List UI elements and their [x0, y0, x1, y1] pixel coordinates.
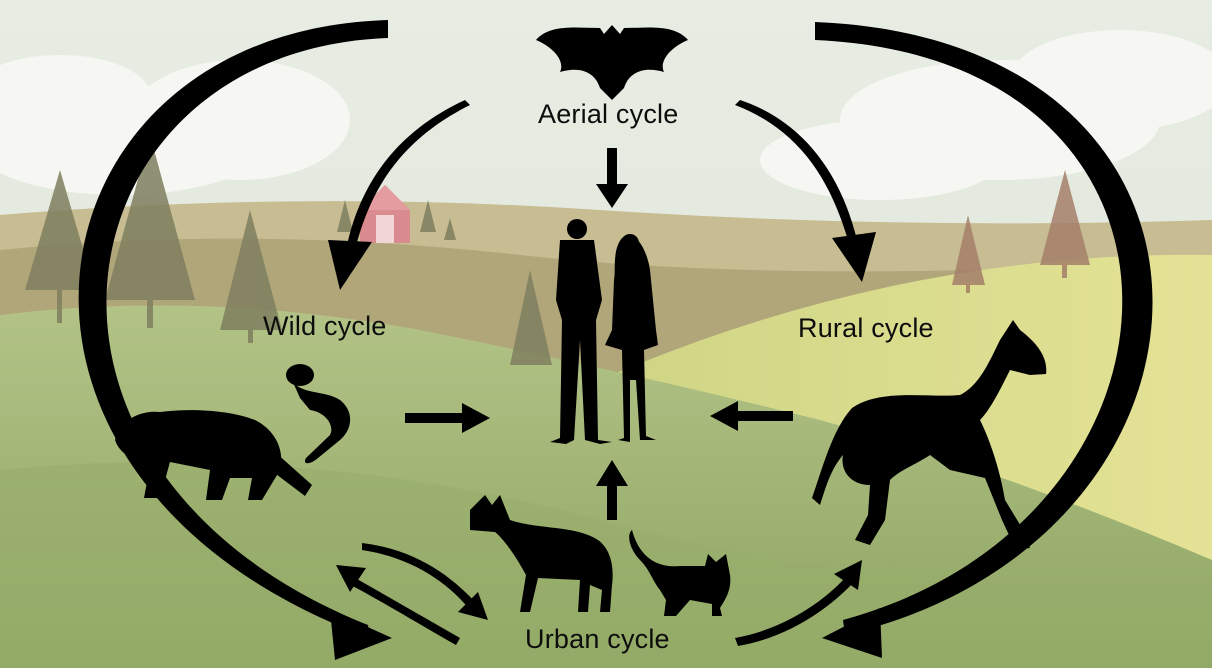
- aerial-cycle-label: Aerial cycle: [538, 99, 678, 130]
- rural-to-humans-shaft: [735, 411, 793, 421]
- aerial-to-humans-shaft: [607, 148, 617, 186]
- wild-to-humans-shaft: [405, 413, 465, 423]
- urban-to-humans-shaft: [607, 484, 617, 520]
- urban-cycle-label: Urban cycle: [525, 624, 670, 655]
- rural-cycle-label: Rural cycle: [798, 313, 934, 344]
- wild-cycle-label: Wild cycle: [263, 311, 387, 342]
